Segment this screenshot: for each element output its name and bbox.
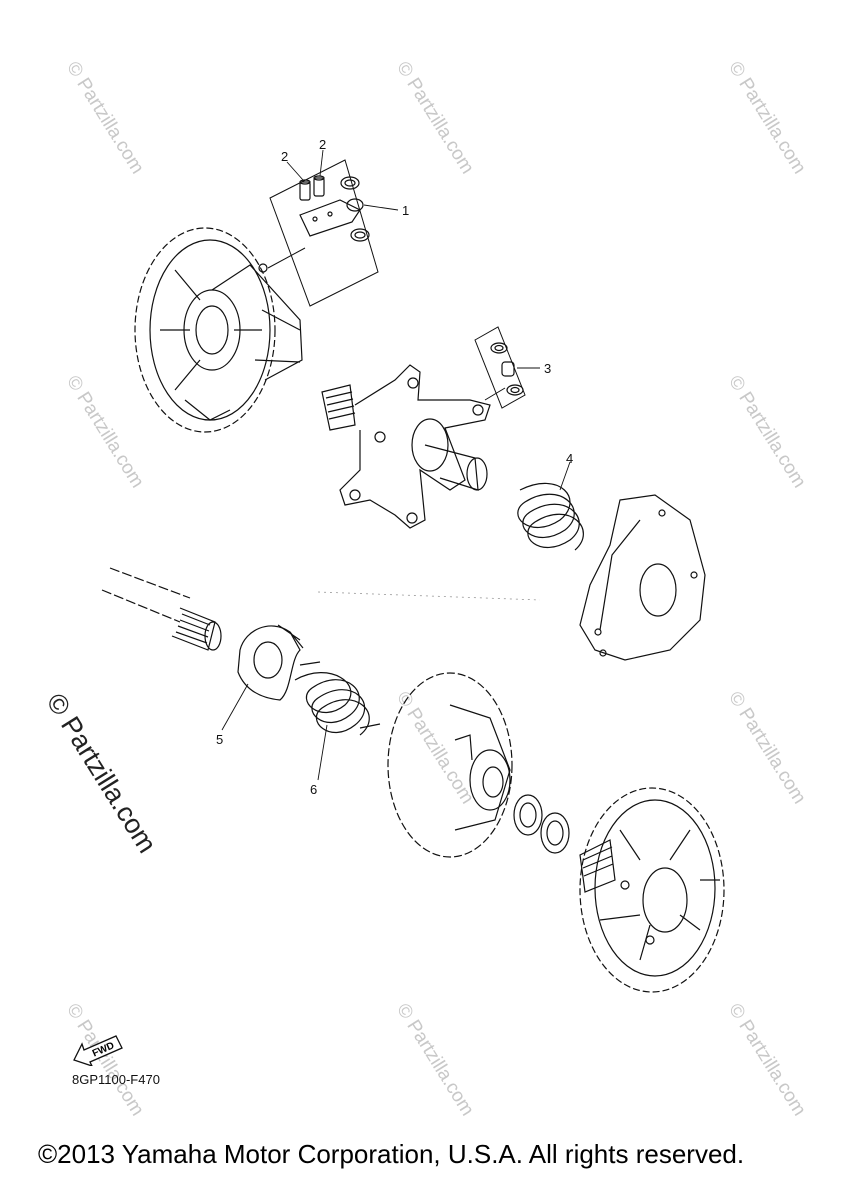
fwd-arrow-icon: FWD — [70, 1030, 130, 1071]
washer-part — [513, 794, 570, 854]
leader-box-mid — [474, 326, 526, 409]
callout-3: 3 — [544, 361, 552, 376]
weight-arm-part — [299, 176, 370, 242]
callout-4: 4 — [566, 451, 574, 466]
cam-part — [237, 624, 304, 701]
spider-part — [321, 364, 491, 529]
copyright-notice: ©2013 Yamaha Motor Corporation, U.S.A. A… — [38, 1139, 745, 1169]
roller-part — [490, 342, 524, 396]
cover-plate-part — [579, 494, 706, 661]
callout-2: 2 — [281, 149, 289, 164]
movable-sheave-part — [387, 672, 513, 858]
rear-sheave-part — [579, 787, 725, 993]
diagram-code: 8GP1100-F470 — [72, 1072, 160, 1087]
fixed-sheave-part — [134, 227, 303, 433]
callout-1: 1 — [402, 203, 410, 218]
shaft-part — [101, 567, 222, 651]
callout-5: 5 — [216, 732, 224, 747]
callout-2: 2 — [319, 137, 327, 152]
bolt-part — [299, 175, 325, 201]
callout-6: 6 — [310, 782, 318, 797]
spring-part — [517, 482, 584, 551]
spring-part — [294, 661, 381, 736]
